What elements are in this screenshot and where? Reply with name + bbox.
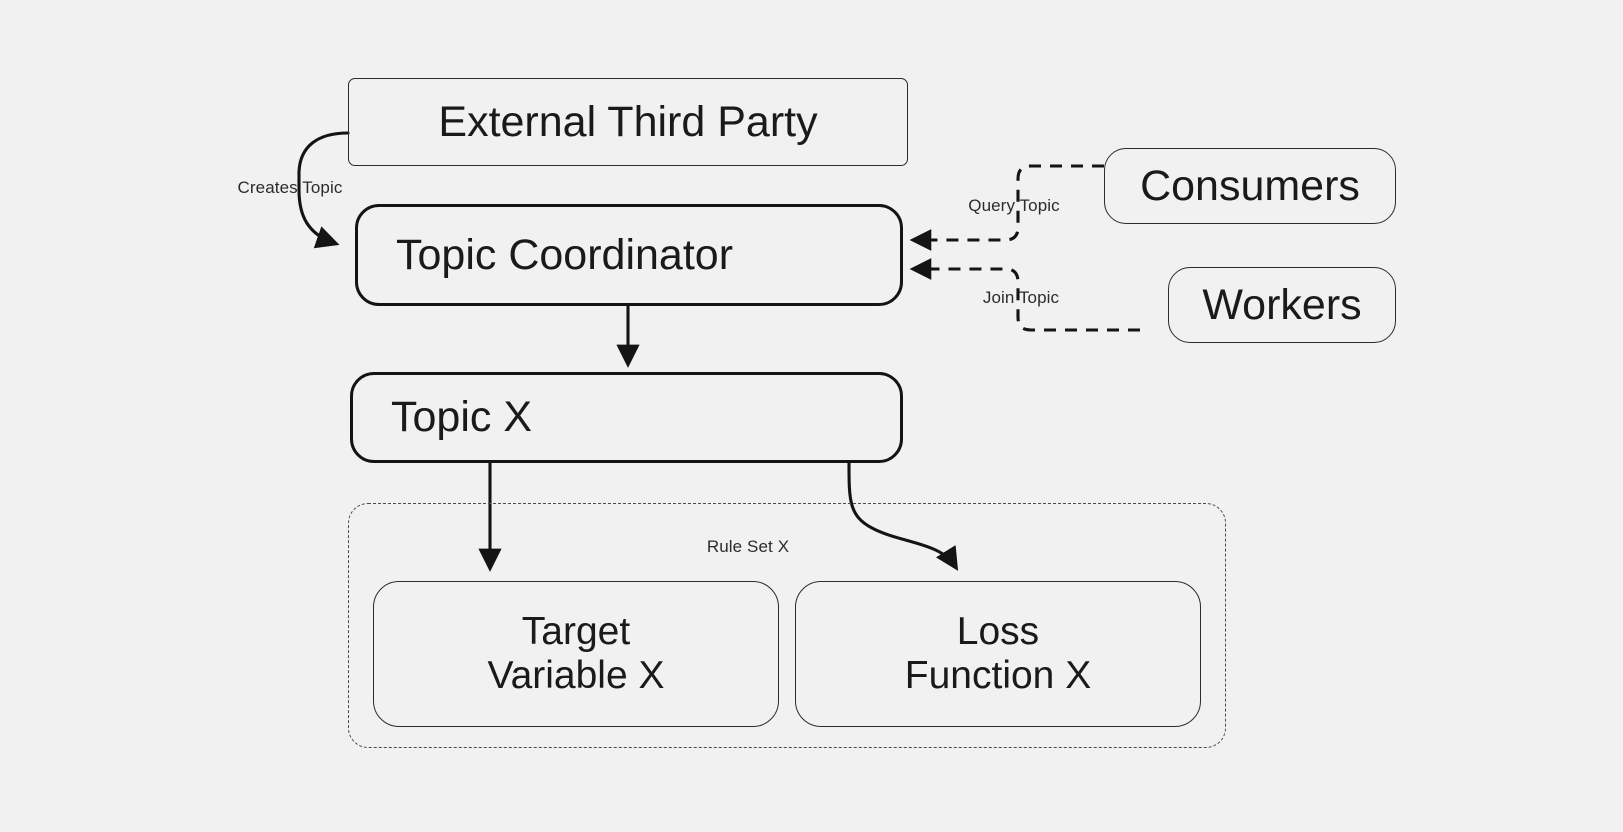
node-topic-coordinator[interactable]: Topic Coordinator (355, 204, 903, 306)
node-workers[interactable]: Workers (1168, 267, 1396, 343)
group-rule-set-x-label: Rule Set X (706, 537, 790, 556)
node-consumers[interactable]: Consumers (1104, 148, 1396, 224)
node-topic-coordinator-label: Topic Coordinator (396, 230, 734, 279)
edge-creates-topic (297, 131, 350, 249)
edge-label-query-topic: Query Topic (968, 196, 1060, 215)
node-workers-label: Workers (1202, 280, 1362, 329)
node-external-third-party[interactable]: External Third Party (348, 78, 908, 166)
node-target-variable-x[interactable]: Target Variable X (373, 581, 779, 727)
node-topic-x[interactable]: Topic X (350, 372, 903, 463)
node-topic-x-label: Topic X (391, 393, 533, 442)
node-target-variable-x-label: Target Variable X (487, 610, 665, 697)
node-loss-function-x[interactable]: Loss Function X (795, 581, 1201, 727)
node-consumers-label: Consumers (1140, 161, 1360, 210)
edge-query-topic (909, 164, 1104, 251)
node-loss-function-x-label: Loss Function X (904, 610, 1092, 697)
edge-topic-to-loss (847, 461, 959, 571)
group-rule-set-x (348, 503, 1226, 748)
edge-label-join-topic: Join Topic (982, 288, 1060, 307)
edge-join-topic (909, 258, 1140, 332)
node-external-third-party-label: External Third Party (438, 97, 818, 146)
edge-label-creates-topic: Creates Topic (237, 178, 343, 197)
